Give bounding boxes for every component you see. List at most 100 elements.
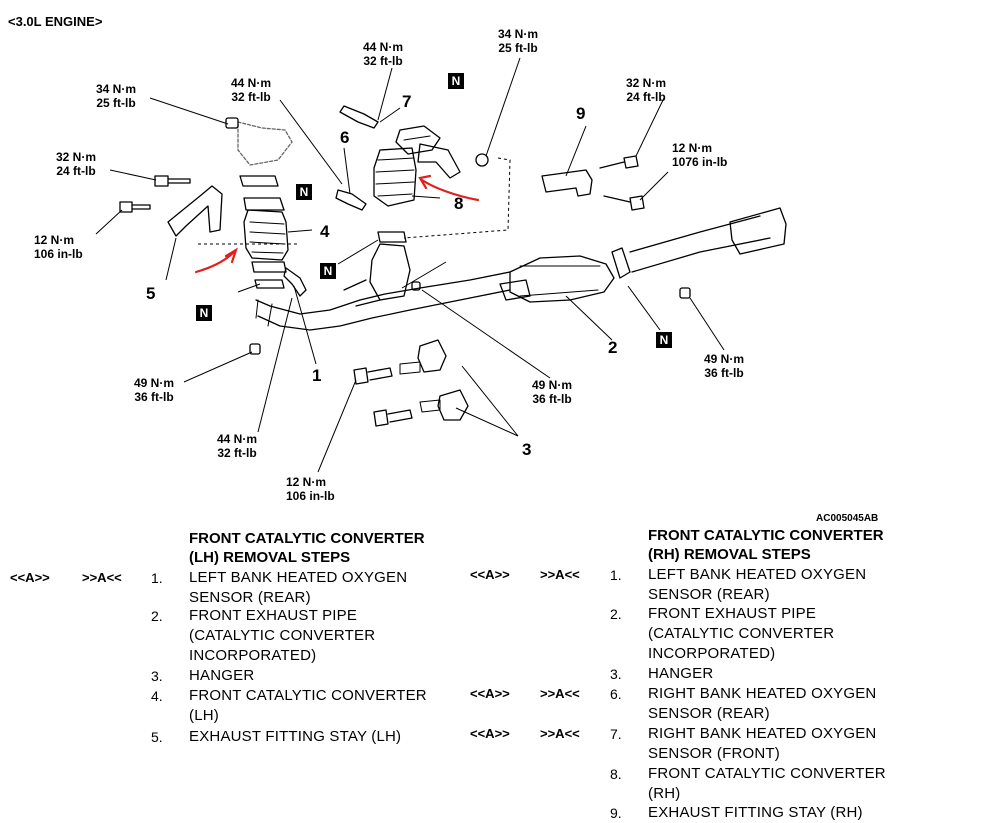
step-text: HANGER <box>189 667 255 684</box>
exhaust-fitting-stay-rh <box>541 169 593 197</box>
step-number: 2. <box>610 606 622 622</box>
step-number: 9. <box>610 805 622 821</box>
step-number: 7. <box>610 726 622 742</box>
step-text: EXHAUST FITTING STAY (LH) <box>189 728 402 745</box>
hanger-rubber-2 <box>437 389 469 421</box>
callout-number: 5 <box>146 284 156 303</box>
rh-steps-title: FRONT CATALYTIC CONVERTER (RH) REMOVAL S… <box>648 527 884 563</box>
step-number: 1. <box>610 567 622 583</box>
step-text: EXHAUST FITTING STAY (RH) <box>648 804 863 821</box>
red-arrow-rh <box>418 174 480 202</box>
oxygen-sensor-1 <box>283 267 307 297</box>
step-number: 6. <box>610 686 622 702</box>
catalytic-converter-middle <box>509 255 615 303</box>
nut-4 <box>411 281 421 291</box>
n-badge: N <box>448 73 464 89</box>
nut-3 <box>679 287 691 299</box>
cat-converter-lh <box>243 209 289 261</box>
callout-number: 3 <box>522 440 532 459</box>
engine-fragment <box>237 121 293 166</box>
pipe-rh-lower <box>369 243 411 301</box>
oxygen-sensor-6 <box>335 189 367 211</box>
step-code: >>A<< <box>540 567 580 582</box>
red-arrow-lh <box>194 247 238 274</box>
step-number: 4. <box>151 688 163 704</box>
n-badge: N <box>296 184 312 200</box>
callout-number: 2 <box>608 338 618 357</box>
step-number: 2. <box>151 608 163 624</box>
hanger-bolt-2 <box>373 409 413 427</box>
bolt-lh-2 <box>119 201 151 213</box>
n-badge: N <box>320 263 336 279</box>
step-text: FRONT CATALYTIC CONVERTER(RH) <box>648 765 886 802</box>
figure-code: AC005045AB <box>816 513 879 524</box>
step-code: <<A>> <box>470 686 510 701</box>
step-code: >>A<< <box>540 726 580 741</box>
step-number: 3. <box>151 668 163 684</box>
bolt-lh-1 <box>154 175 191 187</box>
callout-number: 9 <box>576 104 586 123</box>
red-annotation-arrows <box>194 174 480 274</box>
step-text: FRONT CATALYTIC CONVERTER(LH) <box>189 687 427 724</box>
n-badge: N <box>196 305 212 321</box>
exhaust-fitting-stay-lh <box>167 185 223 237</box>
flange-rear <box>611 247 631 279</box>
hanger-rubber-1 <box>417 339 447 373</box>
n-badge: N <box>656 332 672 348</box>
nut-1 <box>225 117 239 129</box>
flange-rh-right <box>417 143 461 179</box>
callout-number: 8 <box>454 194 464 213</box>
pipe-hanger-bracket <box>499 279 531 301</box>
flange-bottom-lh <box>251 261 287 273</box>
cat-converter-rh <box>373 147 417 207</box>
hanger-bolt-1 <box>353 367 393 385</box>
engine-label: <3.0L ENGINE> <box>8 14 103 29</box>
rear-pipe <box>629 215 771 273</box>
step-code: >>A<< <box>540 686 580 701</box>
step-number: 5. <box>151 729 163 745</box>
step-code: <<A>> <box>470 567 510 582</box>
step-code: <<A>> <box>470 726 510 741</box>
step-number: 8. <box>610 766 622 782</box>
callout-number: 6 <box>340 128 350 147</box>
lh-steps-title: FRONT CATALYTIC CONVERTER (LH) REMOVAL S… <box>189 530 425 566</box>
front-exhaust-pipe <box>255 271 511 331</box>
step-number: 3. <box>610 666 622 682</box>
oxygen-sensor-7 <box>339 105 379 129</box>
callout-number: 1 <box>312 366 322 385</box>
step-code: >>A<< <box>82 570 122 585</box>
flange-top-lh <box>243 197 285 211</box>
bolt-rh-2 <box>603 195 645 211</box>
step-text: HANGER <box>648 665 714 682</box>
bolt-rh-1 <box>599 155 639 169</box>
gasket-mid-rh <box>377 231 407 243</box>
nut-2 <box>249 343 261 355</box>
gasket-top-rh <box>395 125 441 155</box>
step-number: 1. <box>151 570 163 586</box>
step-code: <<A>> <box>10 570 50 585</box>
callout-number: 4 <box>320 222 330 241</box>
gasket-top-lh <box>239 175 279 187</box>
callout-number: 7 <box>402 92 412 111</box>
muffler-end <box>729 207 787 255</box>
